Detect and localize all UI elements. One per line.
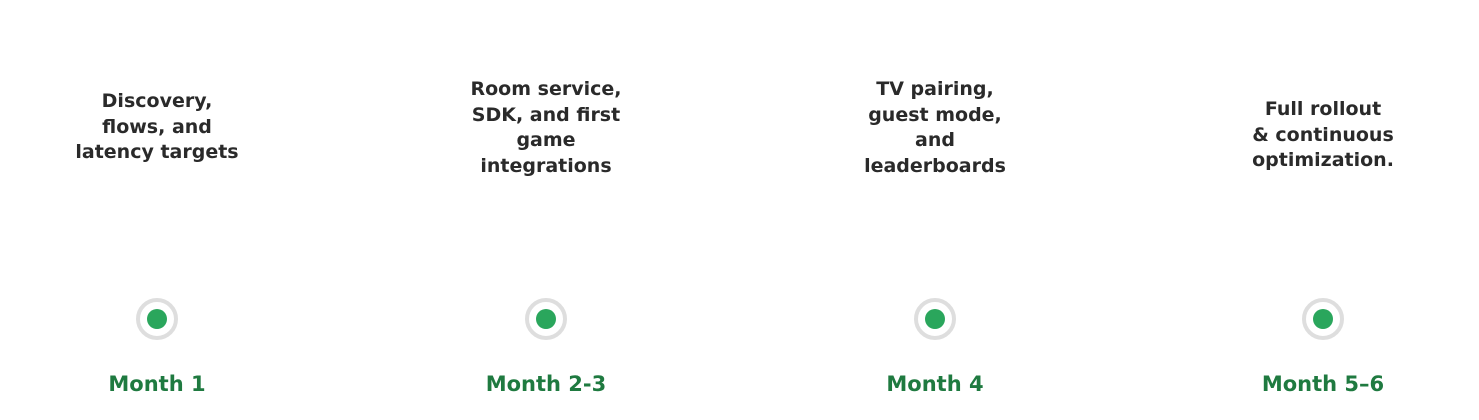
milestone-month-1: Discovery, flows, and latency targets Mo…	[37, 0, 277, 420]
milestone-label: Month 1	[108, 372, 206, 396]
milestone-label: Month 5–6	[1261, 372, 1385, 396]
milestone-dot-icon	[925, 309, 945, 329]
milestone-node	[525, 298, 567, 340]
milestone-description: TV pairing, guest mode, and leaderboards	[864, 78, 1006, 177]
milestone-dot-icon	[1313, 309, 1333, 329]
milestone-month-4: TV pairing, guest mode, and leaderboards…	[815, 0, 1055, 420]
milestone-node	[136, 298, 178, 340]
milestone-month-2-3: Room service, SDK, and first game integr…	[426, 0, 666, 420]
milestone-node	[1302, 298, 1344, 340]
milestone-label: Month 4	[886, 372, 984, 396]
milestone-dot-icon	[147, 309, 167, 329]
milestone-dot-icon	[536, 309, 556, 329]
milestone-description: Full rollout & continuous optimization.	[1252, 98, 1394, 171]
milestone-node	[914, 298, 956, 340]
milestone-description: Room service, SDK, and first game integr…	[470, 78, 622, 177]
milestone-month-5-6: Full rollout & continuous optimization. …	[1203, 0, 1443, 420]
milestone-description: Discovery, flows, and latency targets	[75, 90, 239, 163]
milestone-label: Month 2-3	[485, 372, 607, 396]
